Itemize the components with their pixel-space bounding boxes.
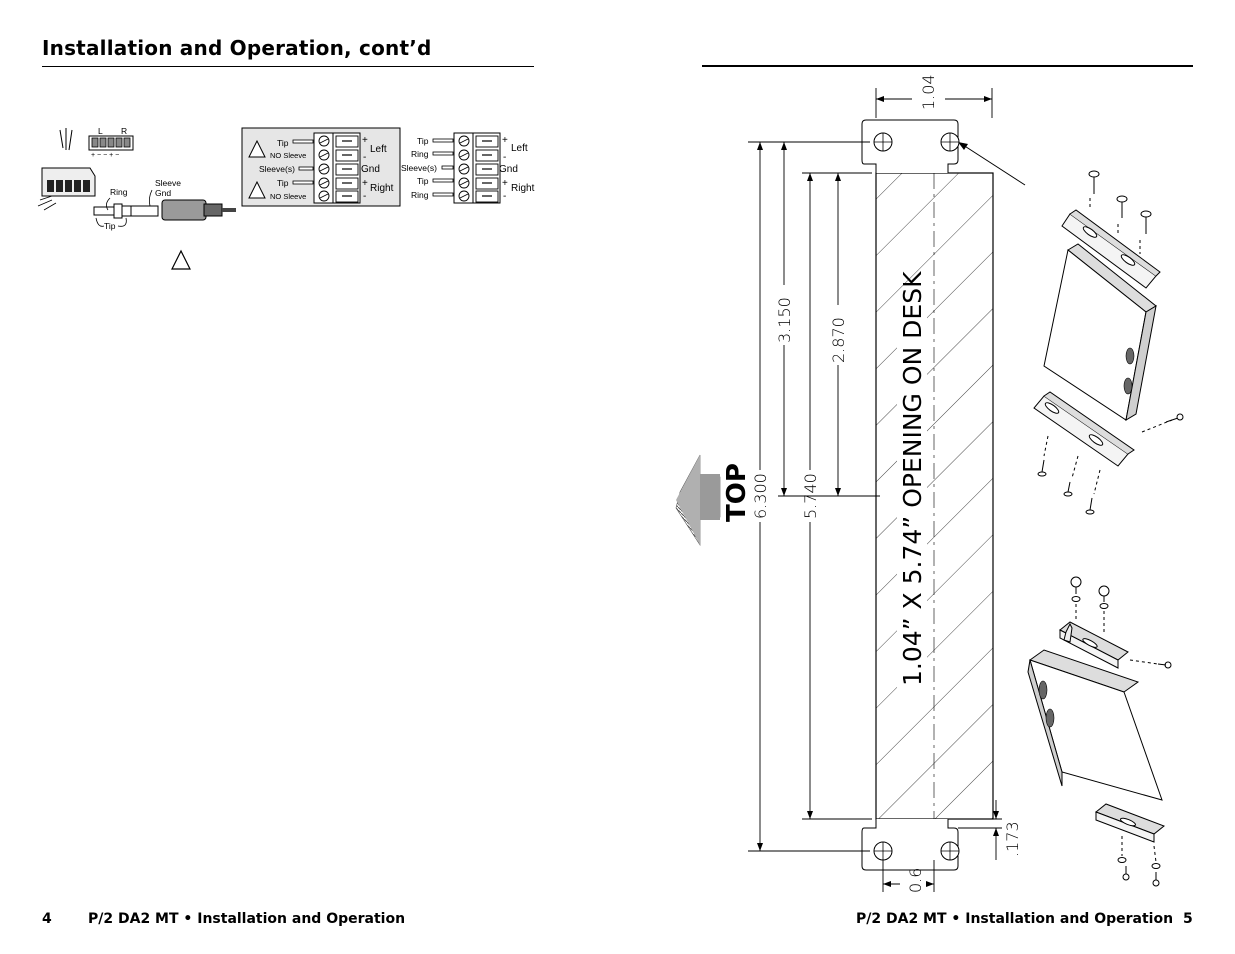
b-sleeve: Sleeve(s) xyxy=(401,163,437,173)
right-page-rule xyxy=(702,65,1193,67)
b-tip-1: Tip xyxy=(417,136,429,146)
b-left: Left xyxy=(511,143,528,154)
b-ring-1: Ring xyxy=(411,149,429,159)
b-plus-1: + xyxy=(502,135,508,146)
b-right: Right xyxy=(511,183,535,194)
b-plus-2: + xyxy=(502,178,508,189)
ub-tip-2: Tip xyxy=(277,178,289,188)
jack-sleeve-label: Sleeve xyxy=(155,178,181,188)
dimension-arrows xyxy=(757,96,999,887)
dim-top-width: 1.04 xyxy=(919,74,938,110)
b-ring-2: Ring xyxy=(411,190,429,200)
ub-plus-2: + xyxy=(362,178,368,189)
ub-minus-1: - xyxy=(363,152,366,163)
top-arrow: TOP xyxy=(675,454,752,547)
plug-signs: + − − + − xyxy=(91,152,119,159)
top-label: TOP xyxy=(722,463,752,522)
dim-height-holes: 3.150 xyxy=(775,297,794,343)
device-mounted-vertical xyxy=(1033,170,1184,515)
ub-gnd: Gnd xyxy=(361,164,380,175)
jack-tip-label: Tip xyxy=(104,221,116,231)
jack-ring-label: Ring xyxy=(110,187,128,197)
warning-icon-1 xyxy=(248,139,266,158)
ub-left: Left xyxy=(370,144,387,155)
title-rule xyxy=(42,66,534,67)
plug-label-l: L xyxy=(98,126,103,136)
b-gnd: Gnd xyxy=(499,164,518,175)
dim-height-opening: 5.740 xyxy=(801,473,820,519)
b-tip-2: Tip xyxy=(417,176,429,186)
ub-sleeve: Sleeve(s) xyxy=(259,164,295,174)
footer-left-text: P/2 DA2 MT • Installation and Operation xyxy=(88,911,406,927)
warning-icon xyxy=(171,249,191,270)
warning-icon-2 xyxy=(248,180,266,199)
dim-tab-depth: .173 xyxy=(1003,821,1022,857)
plug-label-r: R xyxy=(121,126,127,136)
opening-label-group: 1.04” X 5.74” OPENING ON DESK xyxy=(897,271,927,688)
ub-no-sleeve-1: NO Sleeve xyxy=(270,151,306,160)
balanced-output-diagram: Tip Ring Sleeve(s) Tip Ring xyxy=(401,132,535,204)
dim-bottom-width: 0.6 xyxy=(906,868,925,893)
b-minus-2: - xyxy=(503,191,506,202)
ub-tip-1: Tip xyxy=(277,138,289,148)
b-minus-1: - xyxy=(503,152,506,163)
jack-gnd-label: Gnd xyxy=(155,188,171,198)
opening-label: 1.04” X 5.74” OPENING ON DESK xyxy=(898,271,927,686)
page-title: Installation and Operation, cont’d xyxy=(42,36,432,60)
device-mounted-horizontal xyxy=(1027,576,1172,887)
ub-minus-2: - xyxy=(363,191,366,202)
footer-right-page-number: 5 xyxy=(1183,911,1193,927)
ub-right: Right xyxy=(370,183,394,194)
dimension-lines xyxy=(748,88,1002,892)
desk-opening xyxy=(875,172,994,820)
footer-right-text: P/2 DA2 MT • Installation and Operation xyxy=(856,911,1174,927)
dim-height-half: 2.870 xyxy=(829,317,848,363)
mounting-template xyxy=(861,119,1026,871)
footer-left-page-number: 4 xyxy=(42,911,52,927)
captive-screw-plug: L R + − − + − xyxy=(37,126,134,211)
dim-height-overall: 6.300 xyxy=(751,473,770,519)
stereo-jack: Ring Tip Sleeve Gnd xyxy=(93,178,236,231)
unbalanced-output-diagram: Tip NO Sleeve Sleeve(s) Tip NO Sleeve xyxy=(241,127,401,207)
ub-no-sleeve-2: NO Sleeve xyxy=(270,192,306,201)
ub-plus-1: + xyxy=(362,135,368,146)
